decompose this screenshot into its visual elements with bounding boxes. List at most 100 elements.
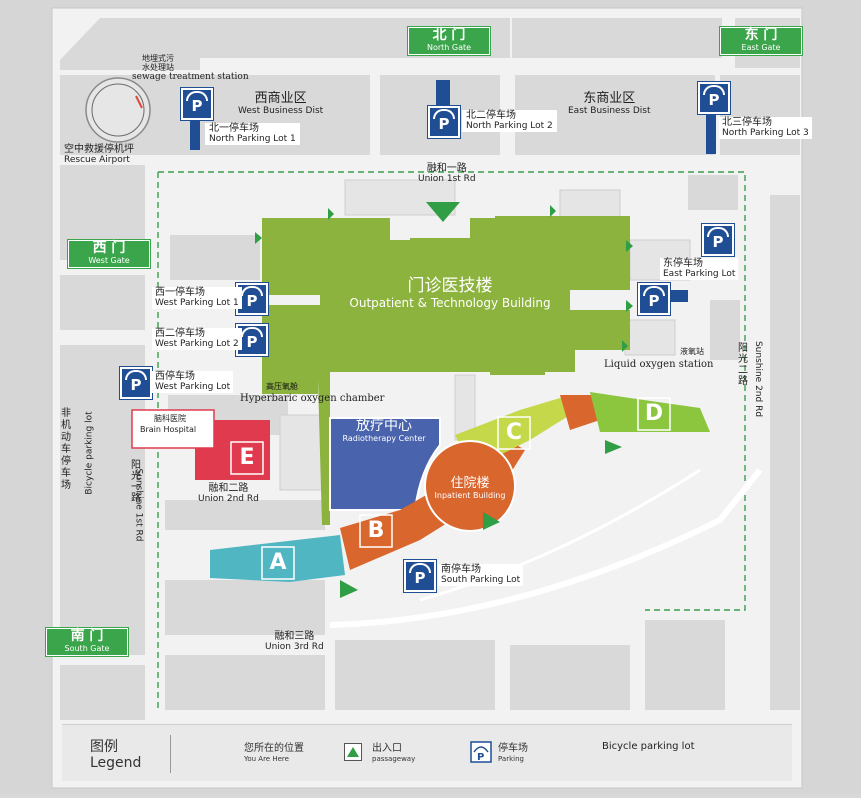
bicycle-parking-en-vertical: Bicycle parking lot — [85, 411, 95, 494]
entry-arrows — [255, 202, 633, 598]
north-parking-3-sign[interactable]: P — [698, 82, 730, 114]
ward-a-letter: A — [269, 550, 287, 575]
parking-arch-icon — [125, 370, 147, 380]
ward-d-letter: D — [644, 401, 664, 426]
ward-a-building[interactable] — [210, 535, 345, 582]
bicycle-parking-zh: 非机动车停车场 — [61, 408, 71, 491]
sunshine-2nd-road-zh: 阳光二路 — [738, 343, 748, 387]
north-parking-1-zh: 北一停车场 — [209, 123, 259, 134]
brain-hospital-label: 脑科医院 Brain Hospital — [140, 414, 196, 436]
legend-entry-zh: 出入口 — [372, 743, 402, 754]
sunshine-1st-road-en: Sunshine 1st Rd — [133, 469, 143, 542]
outpatient-en: Outpatient & Technology Building — [349, 296, 551, 310]
north-gate[interactable]: 北 门 North Gate — [408, 27, 490, 55]
sunshine-1st-road-zh: 阳光一路 — [131, 460, 141, 504]
hyperbaric-label: 高压氧舱 — [266, 382, 298, 392]
hyperbaric-en-label: Hyperbaric oxygen chamber — [240, 394, 384, 404]
south-gate[interactable]: 南 门 South Gate — [46, 628, 128, 656]
inner-blocks — [279, 179, 691, 491]
south-gate-en: South Gate — [64, 644, 110, 653]
south-gate-zh: 南 门 — [70, 628, 104, 644]
heliport-en: Rescue Airport — [64, 155, 130, 165]
north-parking-3-strip — [706, 112, 716, 154]
east-parking-sign-2[interactable]: P — [638, 283, 670, 315]
svg-text:P: P — [477, 752, 484, 763]
union-3rd-road-label: 融和三路 Union 3rd Rd — [265, 632, 324, 653]
hyperbaric-en: Hyperbaric oxygen chamber — [240, 393, 385, 404]
entry-arrow-icon — [344, 743, 362, 761]
north-parking-2-en: North Parking Lot 2 — [466, 121, 553, 131]
inner-curved-road — [419, 468, 701, 602]
hyperbaric-chamber — [262, 380, 318, 394]
hyperbaric-zh: 高压氧舱 — [266, 382, 298, 391]
legend-entry-en: passageway — [372, 755, 416, 763]
parking-arch-icon — [241, 327, 263, 337]
west-parking-sign[interactable]: P — [120, 367, 152, 399]
south-parking-zh: 南停车场 — [441, 564, 481, 575]
radiotherapy-label: 放疗中心 Radiotherapy Center — [334, 418, 434, 444]
liquid-oxygen-zh-label: 液氧站 — [680, 347, 704, 357]
east-parking-en: East Parking Lot — [663, 269, 736, 279]
legend-parking-item: 停车场 Parking — [498, 743, 528, 764]
radiotherapy-en: Radiotherapy Center — [342, 434, 426, 443]
west-gate-zh: 西 门 — [92, 240, 126, 256]
legend-panel: 图例 Legend 您所在的位置 You Are Here 出入口 passag… — [62, 724, 792, 781]
parking-p-icon: P — [708, 91, 720, 109]
south-parking-sign[interactable]: P — [404, 560, 436, 592]
union-2-en: Union 2nd Rd — [198, 494, 259, 504]
parking-p-icon: P — [246, 333, 258, 351]
west-business-district: 西商业区 West Business Dist — [238, 91, 324, 117]
west-parking-1-label: 西一停车场 West Parking Lot 1 — [152, 287, 242, 309]
south-parking-en: South Parking Lot — [441, 575, 521, 585]
sewage-zh-2: 水处理站 — [142, 63, 174, 72]
north-parking-1-label: 北一停车场 North Parking Lot 1 — [205, 123, 300, 145]
parking-arch-icon — [643, 286, 665, 296]
north-parking-1-strip — [190, 120, 200, 150]
west-district-en: West Business Dist — [238, 106, 324, 116]
union-2nd-road-label: 融和二路 Union 2nd Rd — [198, 483, 259, 505]
legend-title-en: Legend — [90, 755, 142, 771]
west-parking-zh: 西停车场 — [155, 371, 195, 382]
liquid-oxygen-en-label: Liquid oxygen station — [604, 360, 714, 370]
east-business-district: 东商业区 East Business Dist — [568, 91, 651, 117]
west-parking-1-zh: 西一停车场 — [155, 287, 205, 298]
north-parking-1-sign[interactable]: P — [181, 88, 213, 120]
parking-p-icon: P — [130, 376, 142, 394]
east-district-zh: 东商业区 — [583, 91, 636, 106]
sewage-en: sewage treatment station — [132, 72, 249, 82]
ward-letter-boxes — [230, 397, 671, 580]
east-district-en: East Business Dist — [568, 106, 651, 116]
sewage-zh-1: 地埋式污 — [142, 54, 174, 63]
outpatient-building[interactable] — [262, 216, 630, 525]
east-gate[interactable]: 东 门 East Gate — [720, 27, 802, 55]
inpatient-building[interactable] — [424, 440, 516, 532]
legend-entry-item: 出入口 passageway — [372, 743, 415, 764]
west-gate[interactable]: 西 门 West Gate — [68, 240, 150, 268]
east-gate-en: East Gate — [741, 43, 781, 52]
parking-arch-icon — [186, 91, 208, 101]
west-parking-en: West Parking Lot — [155, 382, 231, 392]
union-2-zh: 融和二路 — [208, 483, 249, 494]
north-parking-3-en: North Parking Lot 3 — [722, 128, 809, 138]
north-parking-2-zh: 北二停车场 — [466, 110, 516, 121]
east-parking-sign[interactable]: P — [702, 224, 734, 256]
parking-arch-icon — [409, 563, 431, 573]
legend-here-item: 您所在的位置 You Are Here — [244, 743, 304, 764]
north-parking-3-zh: 北三停车场 — [722, 117, 772, 128]
brain-zh: 脑科医院 — [154, 414, 186, 423]
west-district-zh: 西商业区 — [254, 91, 307, 106]
legend-park-en: Parking — [498, 755, 524, 763]
parking-p-icon: P — [191, 97, 203, 115]
heliport-zh: 空中救援停机坪 — [64, 144, 134, 155]
union-1-en: Union 1st Rd — [418, 174, 476, 184]
north-parking-2-sign[interactable]: P — [428, 106, 460, 138]
east-parking-strip — [668, 290, 688, 302]
north-parking-2-label: 北二停车场 North Parking Lot 2 — [462, 110, 557, 132]
west-gate-en: West Gate — [88, 256, 130, 265]
union-3-en: Union 3rd Rd — [265, 642, 324, 652]
bicycle-en: Bicycle parking lot — [84, 411, 95, 495]
ward-d-building[interactable] — [590, 392, 710, 432]
sewage-station-label: 地埋式污 水处理站 sewage treatment station — [132, 54, 249, 82]
north-gate-zh: 北 门 — [432, 27, 466, 43]
